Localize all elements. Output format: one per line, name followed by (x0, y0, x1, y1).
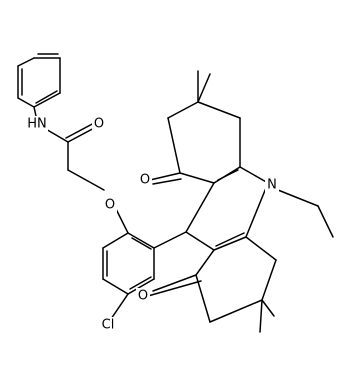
label-amide-o: O (92, 116, 106, 132)
bond-52 (259, 299, 263, 333)
label-nh: HN (26, 116, 48, 132)
bond-29 (245, 182, 269, 238)
nh-label: HN (27, 117, 47, 132)
bond-44 (195, 249, 215, 276)
bond-38 (167, 117, 181, 174)
label-ketone-o-top: O (138, 172, 152, 188)
bond-48 (209, 299, 263, 323)
ether-oxygen-label: O (105, 198, 115, 213)
bond-15 (115, 208, 129, 234)
ketone-bottom-oxygen-label: O (138, 289, 148, 304)
bond-16 (102, 232, 129, 249)
bond-40 (197, 101, 241, 119)
bond-27 (185, 231, 215, 251)
bond-34 (217, 169, 239, 181)
bond-46 (147, 280, 202, 297)
bond-3 (33, 92, 61, 108)
bond-12 (65, 121, 97, 139)
bond-0 (17, 57, 35, 67)
bond-49 (261, 259, 277, 301)
amide-oxygen-label: O (94, 117, 104, 132)
label-chlorine: Cl (98, 317, 118, 333)
bond-51 (261, 299, 275, 317)
bond-54 (317, 205, 334, 238)
bond-layer (17, 53, 334, 333)
bond-2 (17, 97, 35, 108)
bond-21 (127, 232, 155, 249)
bond-23 (129, 276, 152, 290)
bond-30 (239, 166, 269, 184)
bond-47 (195, 274, 211, 323)
bond-43 (197, 73, 211, 103)
amine-nitrogen-label: N (267, 178, 277, 193)
bond-32 (185, 182, 215, 233)
bond-18 (102, 278, 129, 295)
ketone-top-oxygen-label: O (140, 173, 150, 188)
bond-50 (245, 236, 277, 261)
label-amine-n: N (265, 177, 279, 193)
bond-24 (131, 237, 152, 250)
bond-9 (33, 106, 37, 117)
label-ketone-o-bottom: O (136, 288, 150, 304)
bond-36 (149, 172, 181, 181)
chlorine-label: Cl (102, 318, 115, 333)
bond-25 (110, 293, 129, 320)
bond-19 (127, 278, 155, 295)
bond-33 (215, 232, 245, 247)
label-ether-o: O (103, 197, 117, 213)
bond-53 (277, 189, 319, 207)
bond-35 (179, 172, 215, 184)
bond-26 (153, 231, 187, 249)
bond-28 (213, 236, 247, 251)
bond-45 (152, 274, 197, 292)
bond-37 (152, 178, 182, 185)
bond-39 (167, 101, 199, 119)
bond-14 (67, 169, 105, 191)
bond-8 (35, 90, 58, 104)
